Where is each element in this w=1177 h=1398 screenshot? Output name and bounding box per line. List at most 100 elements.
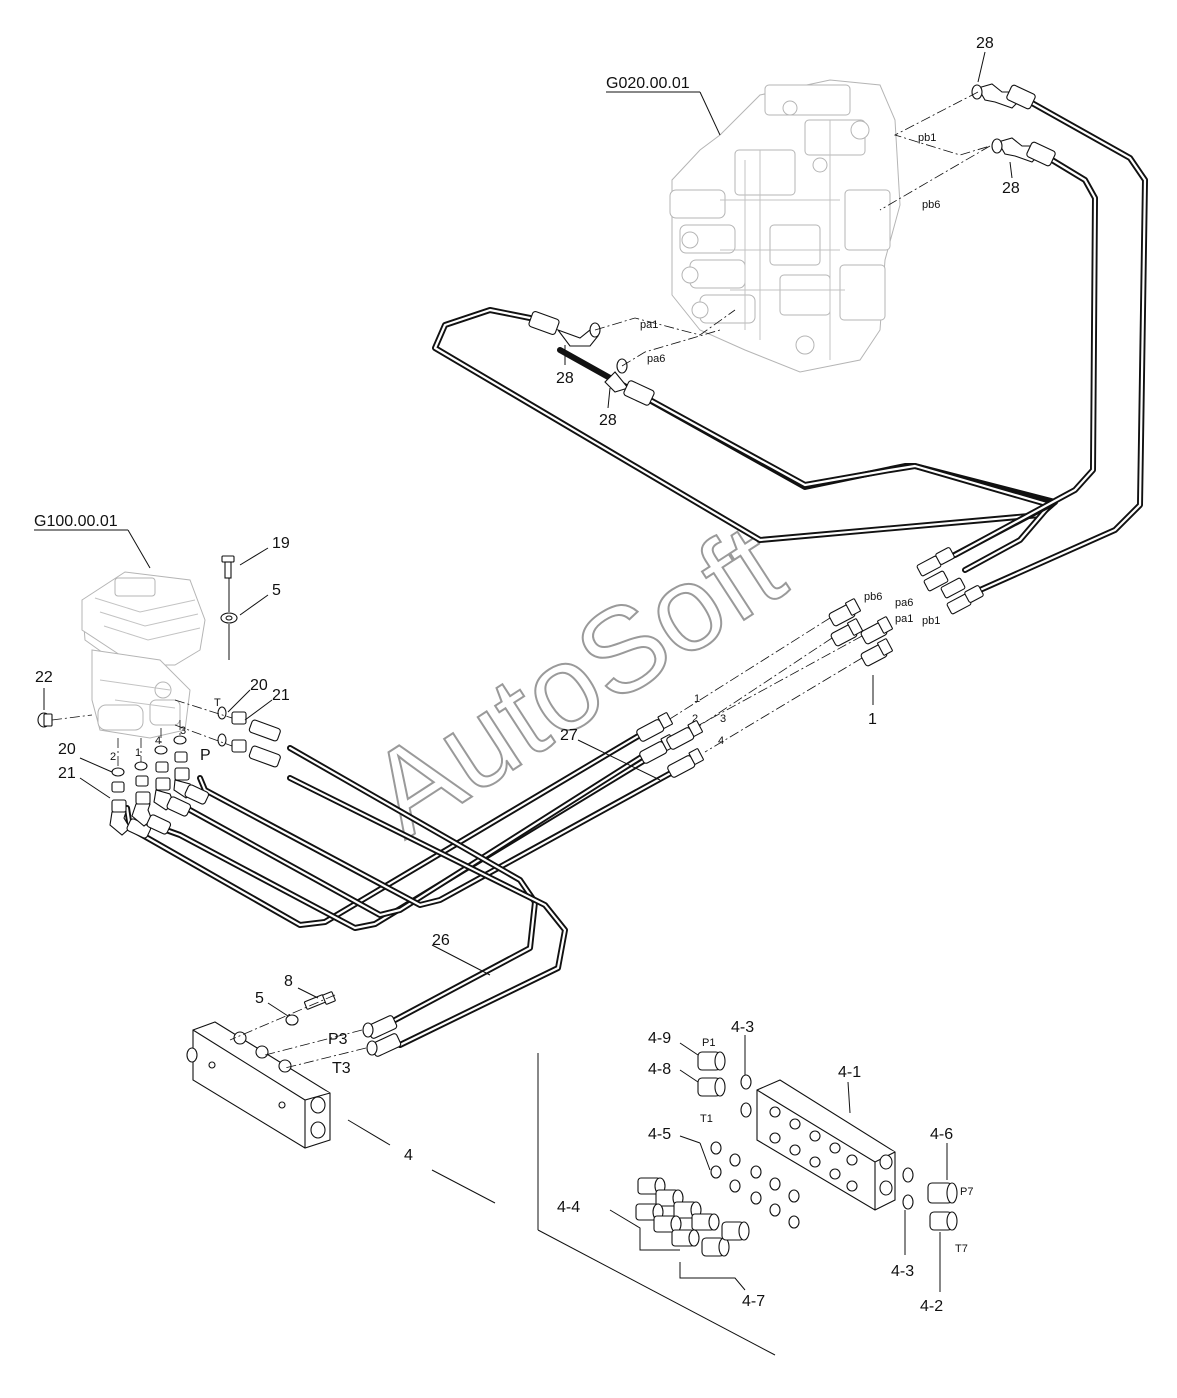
port-3: 3: [180, 725, 186, 737]
dash-line-2: [674, 637, 833, 743]
pilot-port-fittings: [109, 735, 210, 839]
callout-28-a: 28: [976, 35, 994, 52]
line-label-3: 3: [720, 713, 726, 725]
hose-pa6: [647, 397, 1053, 573]
leader-21-a: [244, 699, 273, 721]
fitting-28-pb1: [971, 83, 1036, 110]
port-t: T: [214, 697, 221, 709]
port-p7: P7: [960, 1186, 973, 1198]
callout-20-a: 20: [250, 677, 268, 694]
leader-4-5-b: [699, 1142, 711, 1171]
leader-28-a: [977, 51, 986, 83]
leader-4-7: [679, 1262, 746, 1291]
hose-line-1: [124, 732, 643, 928]
leader-4-1: [847, 1081, 851, 1114]
fitting-28-pa6: [604, 358, 655, 406]
block-4-1: [756, 1079, 896, 1211]
port-pa6: pa6: [895, 597, 913, 609]
hose-line-4: [197, 765, 683, 908]
plug-22: [37, 712, 53, 728]
oring-20-p: [217, 733, 227, 747]
dash-ports: [117, 720, 181, 768]
fitting-4-2: [929, 1211, 958, 1231]
port-p1: P1: [702, 1037, 715, 1049]
callout-4-6: 4-6: [930, 1126, 953, 1143]
callout-5-a: 5: [272, 582, 281, 599]
leader-20-a: [227, 689, 251, 713]
callout-19: 19: [272, 535, 290, 552]
line-label-1: 1: [694, 693, 700, 705]
port-2: 2: [110, 751, 116, 763]
oring-4-3-top-a: [740, 1074, 752, 1090]
port-p: P: [200, 747, 211, 764]
callout-20-b: 20: [58, 741, 76, 758]
port-pa1-top: pa1: [640, 319, 658, 331]
port-pa1: pa1: [895, 613, 913, 625]
fitting-28-pb6: [991, 137, 1056, 167]
dash-tp: [174, 699, 233, 747]
dash-line-3: [689, 635, 863, 731]
callout-8: 8: [284, 973, 293, 990]
oring-4-3-side-a: [902, 1167, 914, 1183]
adapter-set-1: [828, 598, 893, 667]
leader-g020: [699, 91, 721, 136]
callout-4-7: 4-7: [742, 1293, 765, 1310]
dash-line-1: [664, 617, 831, 723]
connector-pb6: [916, 547, 955, 577]
fittings-4-4: [635, 1177, 720, 1247]
leader-4-4: [609, 1209, 680, 1251]
callout-28-c: 28: [556, 370, 574, 387]
distribution-block-4: [186, 1021, 331, 1149]
hose-pb1: [977, 100, 1148, 593]
callout-4-5: 4-5: [648, 1126, 671, 1143]
callout-27: 27: [560, 727, 578, 744]
fitting-4-9: [697, 1051, 726, 1071]
callout-21-a: 21: [272, 687, 290, 704]
hose-26-t: [287, 775, 568, 1048]
port-t1: T1: [700, 1113, 713, 1125]
callout-4-4: 4-4: [557, 1199, 580, 1216]
fitting-4-8: [697, 1077, 726, 1097]
callout-4-1: 4-1: [838, 1064, 861, 1081]
leader-27: [577, 739, 661, 781]
assembly-label-g020: G020.00.01: [606, 75, 690, 92]
adapter-21-p: [231, 739, 281, 768]
connector-pb1: [946, 585, 984, 615]
oring-20-t: [217, 706, 227, 720]
dash-block: [229, 994, 367, 1069]
port-pb1-top: pb1: [918, 132, 936, 144]
plug-4-6: [927, 1182, 958, 1204]
leader-5-b: [267, 1002, 289, 1017]
leader-21-b: [79, 777, 111, 799]
line-label-4: 4: [718, 735, 724, 747]
port-pb1: pb1: [922, 615, 940, 627]
watermark-text: AutoSoft: [346, 499, 805, 862]
assembly-label-g100: G100.00.01: [34, 513, 118, 530]
callout-21-b: 21: [58, 765, 76, 782]
port-p3: P3: [328, 1031, 348, 1048]
washer-5-top: [220, 612, 238, 624]
callout-28-d: 28: [599, 412, 617, 429]
bolt-8: [303, 991, 336, 1010]
fitting-28-pa1: [528, 310, 601, 347]
control-valve-body: [669, 79, 901, 373]
leader-g100: [127, 529, 151, 569]
adapter-21-t: [231, 711, 281, 742]
line-label-2: 2: [692, 713, 698, 725]
connector-pa6: [923, 570, 949, 592]
port-t7: T7: [955, 1243, 968, 1255]
leader-28-d: [607, 387, 611, 409]
leader-20-b: [79, 757, 113, 773]
leader-4-9: [679, 1042, 699, 1056]
leader-4-8: [679, 1069, 699, 1083]
callout-4: 4: [404, 1147, 413, 1164]
pb6-dash: [879, 145, 991, 211]
leader-4-5: [679, 1135, 701, 1144]
callout-26: 26: [432, 932, 450, 949]
callout-1: 1: [868, 711, 877, 728]
dash-plug-22: [51, 714, 93, 721]
callout-4-3-b: 4-3: [891, 1263, 914, 1280]
oring-4-3-side-b: [902, 1194, 914, 1210]
pb-dash-lines: [893, 91, 991, 156]
leader-5-a: [239, 594, 269, 616]
